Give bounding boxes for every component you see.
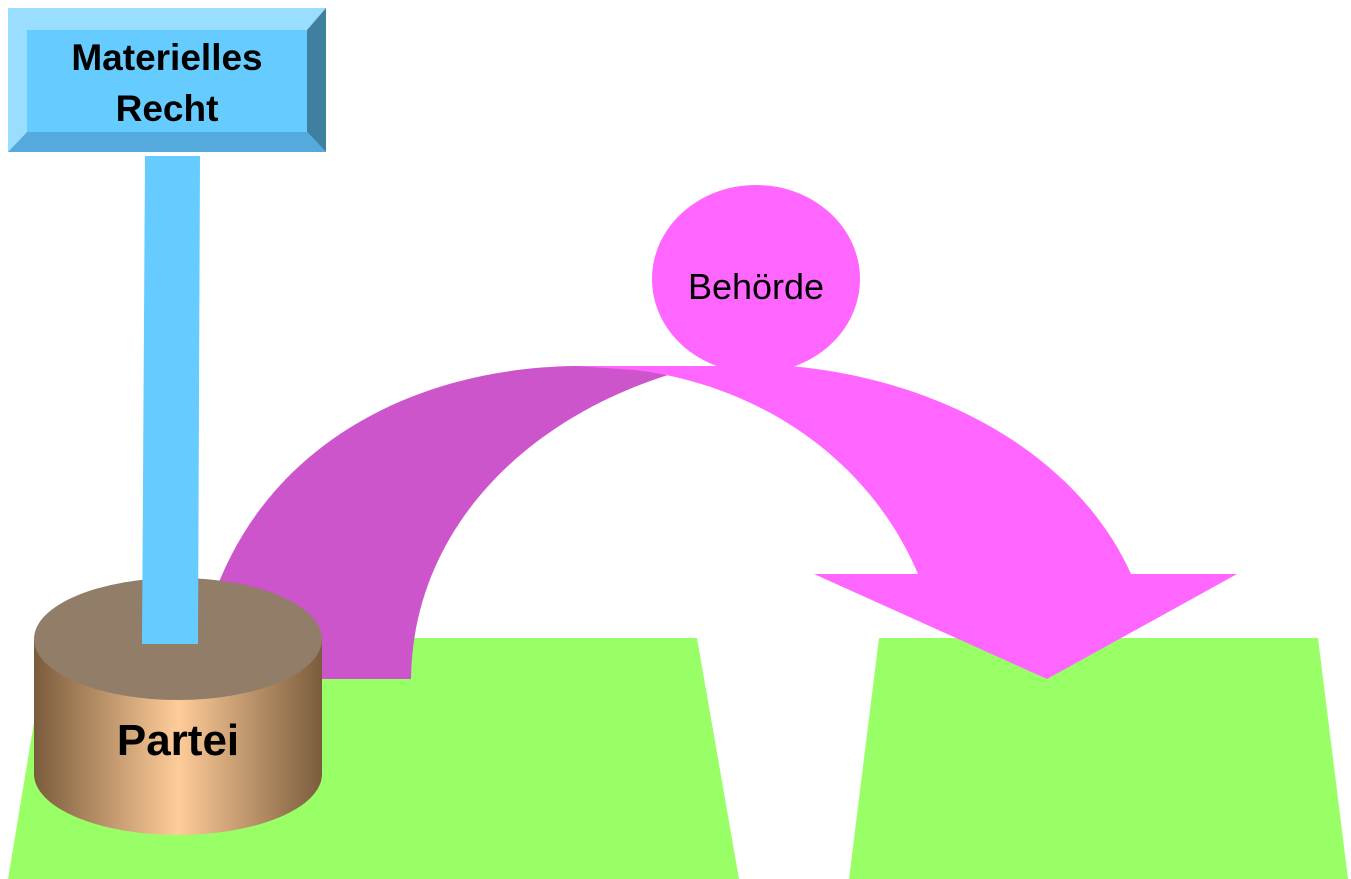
party-label: Partei	[117, 716, 239, 765]
sign-face	[27, 30, 307, 132]
right-ground-platform	[849, 638, 1348, 879]
arrow-right-segment	[575, 366, 1237, 679]
sign-bevel-bottom	[8, 132, 326, 152]
sign-bevel-left	[8, 8, 27, 152]
sign-label-line2: Recht	[116, 88, 219, 129]
sign-pole	[142, 156, 200, 644]
authority-circle	[652, 185, 860, 373]
sign-bevel-right	[307, 8, 326, 152]
sign-bevel-top	[8, 8, 326, 30]
authority-label: Behörde	[688, 266, 824, 307]
sign-label-line1: Materielles	[71, 37, 262, 78]
arrow-left-segment	[214, 366, 700, 679]
law-sign: Materielles Recht	[8, 8, 326, 152]
